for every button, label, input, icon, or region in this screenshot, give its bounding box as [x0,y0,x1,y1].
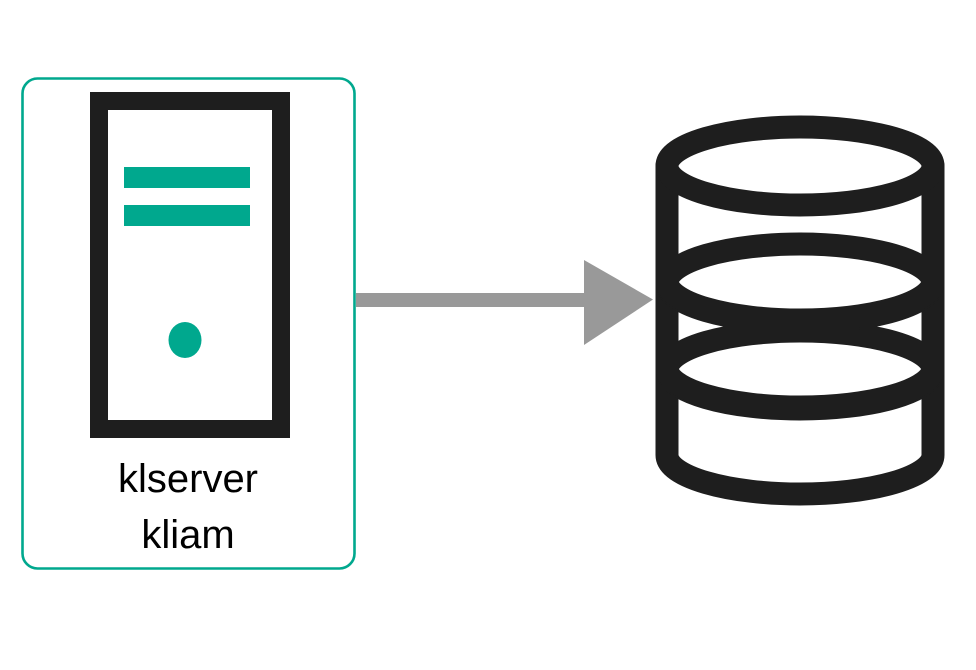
server-status-bar-icon [124,167,250,188]
server-tower-icon [90,92,290,438]
database-disk-middle [655,241,945,419]
database-node[interactable] [655,115,945,506]
server-to-database-edge[interactable] [356,260,653,345]
database-disk-top [655,154,945,332]
arrow-right-icon[interactable] [356,260,653,345]
server-status-bar-icon [124,205,250,226]
server-label-line1: klserver [118,457,258,501]
server-label-line2: kliam [141,513,234,557]
database-disk-top-top-ellipse [655,115,945,217]
power-indicator-dot-icon [168,322,202,358]
database-disk-bottom [655,328,945,506]
database-icon [655,115,945,506]
server-node[interactable]: klserver kliam [21,77,356,570]
